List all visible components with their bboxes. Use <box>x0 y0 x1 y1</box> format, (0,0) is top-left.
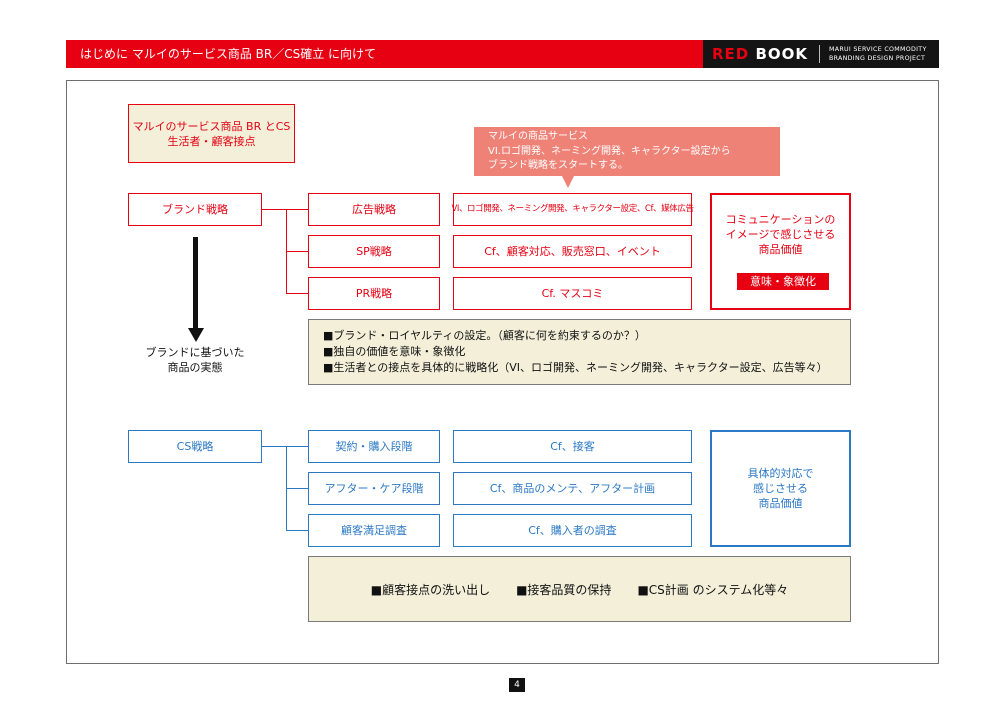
cs-connector-h <box>262 446 286 447</box>
project-subtitle-line2: BRANDING DESIGN PROJECT <box>829 55 926 62</box>
callout-tail <box>562 176 574 188</box>
cs-point: ■顧客接点の洗い出し <box>370 582 491 597</box>
page-title: はじめに マルイのサービス商品 BR／CS確立 に向けて <box>80 47 377 61</box>
intro-line1: マルイのサービス商品 BR とCS <box>132 119 291 133</box>
symbolization-badge: 意味・象徴化 <box>737 273 829 290</box>
purchase-detail-box: Cf、接客 <box>453 430 692 463</box>
cs-points-box: ■顧客接点の洗い出し ■接客品質の保持 ■CS計画 のシステム化等々 <box>308 556 851 622</box>
red-book-logo: RED BOOK <box>712 40 808 68</box>
brand-point: ■生活者との接点を具体的に戦略化（VI、ロゴ開発、ネーミング開発、キャラクター設… <box>323 361 828 374</box>
brand-value-line3: 商品価値 <box>758 242 803 256</box>
cs-connector-3 <box>286 530 308 531</box>
logo-white-text: BOOK <box>755 45 809 63</box>
brand-note: ブランドに基づいた 商品の実態 <box>120 345 270 375</box>
down-arrow-shaft <box>193 237 198 330</box>
brand-connector-2 <box>286 251 308 252</box>
cs-connector-2 <box>286 488 308 489</box>
sp-detail-box: Cf、顧客対応、販売窓口、イベント <box>453 235 692 268</box>
satisfaction-survey-box: 顧客満足調査 <box>308 514 440 547</box>
page-number: 4 <box>509 678 525 692</box>
intro-box: マルイのサービス商品 BR とCS 生活者・顧客接点 <box>128 104 295 163</box>
cs-value-line3: 商品価値 <box>758 497 803 510</box>
callout-line3: ブランド戦略をスタートする。 <box>488 160 628 171</box>
aftercare-detail-box: Cf、商品のメンテ、アフター計画 <box>453 472 692 505</box>
brand-points-box: ■ブランド・ロイヤルティの設定。（顧客に何を約束するのか？） ■独自の価値を意味… <box>308 319 851 385</box>
cs-value-box: 具体的対応で 感じさせる 商品価値 <box>710 430 851 547</box>
pr-strategy-box: PR戦略 <box>308 277 440 310</box>
cs-point: ■接客品質の保持 <box>516 582 612 597</box>
brand-note-line2: 商品の実態 <box>167 361 223 374</box>
brand-note-line1: ブランドに基づいた <box>145 346 245 359</box>
brand-point: ■独自の価値を意味・象徴化 <box>323 345 466 358</box>
intro-line2: 生活者・顧客接点 <box>167 134 256 148</box>
cs-value-line1: 具体的対応で <box>747 467 814 480</box>
logo-red-text: RED <box>712 45 750 63</box>
ad-detail-box: VI、ロゴ開発、ネーミング開発、キャラクター設定、Cf、媒体広告 <box>451 193 694 226</box>
cs-connector-1 <box>286 446 308 447</box>
brand-value-text: コミュニケーションの イメージで感じさせる 商品価値 <box>710 210 851 258</box>
brand-point: ■ブランド・ロイヤルティの設定。（顧客に何を約束するのか？） <box>323 329 646 342</box>
callout-line1: マルイの商品サービス <box>488 131 588 142</box>
brand-strategy-box: ブランド戦略 <box>128 193 262 226</box>
aftercare-stage-box: アフター・ケア段階 <box>308 472 440 505</box>
brand-connector-3 <box>286 293 308 294</box>
brand-panel <box>703 40 939 68</box>
cs-point: ■CS計画 のシステム化等々 <box>637 582 789 597</box>
survey-detail-box: Cf、購入者の調査 <box>453 514 692 547</box>
brand-value-line1: コミュニケーションの <box>725 212 836 226</box>
brand-value-box <box>710 193 851 310</box>
logo-divider <box>819 45 820 63</box>
sp-strategy-box: SP戦略 <box>308 235 440 268</box>
ad-strategy-box: 広告戦略 <box>308 193 440 226</box>
content-frame <box>66 80 939 664</box>
project-subtitle-line1: MARUI SERVICE COMMODITY <box>829 46 927 53</box>
brand-value-line2: イメージで感じさせる <box>725 227 836 241</box>
project-subtitle: MARUI SERVICE COMMODITY BRANDING DESIGN … <box>829 45 927 63</box>
brand-connector-h <box>262 209 286 210</box>
purchase-stage-box: 契約・購入段階 <box>308 430 440 463</box>
cs-value-line2: 感じさせる <box>753 482 808 495</box>
callout-bubble: マルイの商品サービス VI.ロゴ開発、ネーミング開発、キャラクター設定から ブラ… <box>474 127 780 176</box>
down-arrow-icon <box>188 328 204 342</box>
brand-connector-1 <box>286 209 308 210</box>
cs-strategy-box: CS戦略 <box>128 430 262 463</box>
callout-line2: VI.ロゴ開発、ネーミング開発、キャラクター設定から <box>488 145 731 157</box>
pr-detail-box: Cf. マスコミ <box>453 277 692 310</box>
